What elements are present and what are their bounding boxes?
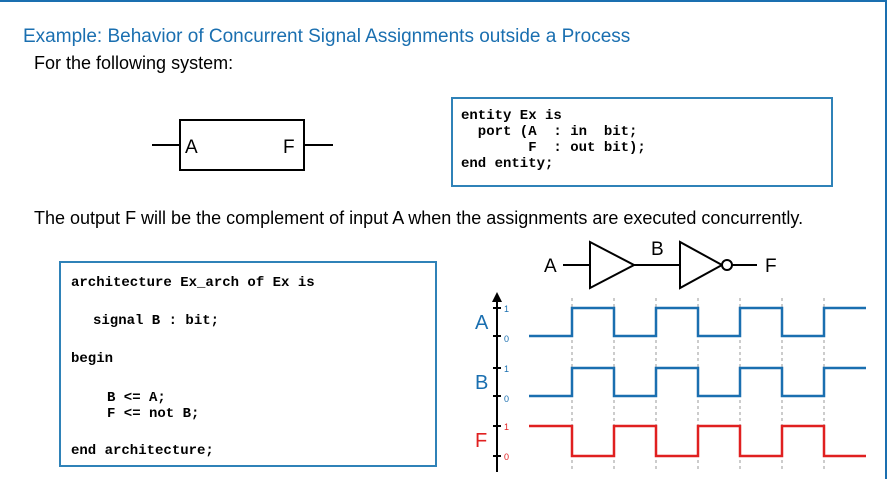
signal-f-waveform [529, 424, 866, 458]
block-input-label: A [185, 137, 198, 158]
architecture-code-box: architecture Ex_arch of Ex is signal B :… [59, 261, 437, 467]
signal-a-waveform [529, 306, 866, 338]
timing-diagram: A 1 0 B 1 0 F 1 0 [475, 292, 866, 472]
signal-f-name: F [475, 430, 487, 452]
inverter-chain: A B F [544, 239, 777, 290]
signal-b-low: 0 [504, 394, 509, 404]
intro-text: For the following system: [34, 53, 234, 73]
signal-b-name: B [475, 372, 488, 394]
signal-f-high: 1 [504, 422, 509, 432]
entity-code-box: entity Ex is port (A : in bit; F : out b… [451, 97, 833, 187]
buffer-gate [589, 240, 637, 290]
gate-output-label: F [765, 256, 777, 277]
block-diagram: A F [152, 119, 333, 171]
inversion-bubble [721, 259, 733, 271]
block-output-label: F [283, 137, 295, 158]
signal-f-low: 0 [504, 452, 509, 462]
code-line-architecture: architecture Ex_arch of Ex is [71, 275, 315, 291]
gate-middle-label: B [651, 239, 664, 260]
slide-title: Example: Behavior of Concurrent Signal A… [23, 26, 631, 47]
code-line-assign-f: F <= not B; [107, 406, 200, 422]
signal-a-name: A [475, 312, 489, 334]
entity-code: entity Ex is port (A : in bit; F : out b… [461, 108, 646, 172]
signal-b-high: 1 [504, 364, 509, 374]
description-text: The output F will be the complement of i… [34, 208, 804, 228]
code-line-end: end architecture; [71, 443, 214, 459]
signal-a-low: 0 [504, 334, 509, 344]
inverter-gate [679, 240, 725, 290]
code-line-signal: signal B : bit; [93, 313, 220, 329]
gate-input-label: A [544, 256, 557, 277]
signal-b-waveform [529, 366, 866, 398]
code-line-assign-b: B <= A; [107, 390, 166, 406]
code-line-begin: begin [71, 351, 114, 367]
signal-a-high: 1 [504, 304, 509, 314]
